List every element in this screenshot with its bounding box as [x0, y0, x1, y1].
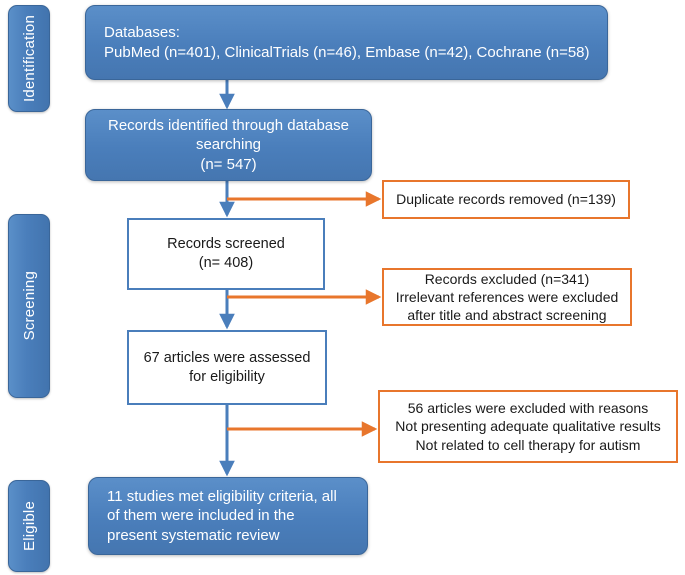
node-included-studies-line-2: of them were included in the — [107, 507, 295, 525]
node-records-excluded-line-2: Irrelevant references were excluded — [395, 288, 619, 305]
node-records-identified-line-2: searching — [195, 136, 262, 154]
node-included-studies-line-3: present systematic review — [107, 526, 280, 544]
node-records-excluded-line-3: after title and abstract screening — [407, 307, 607, 324]
phase-tab-eligible[interactable]: Eligible — [8, 480, 50, 572]
node-records-identified-line-3: (n= 547) — [200, 155, 257, 173]
node-records-identified-line-1: Records identified through database — [108, 116, 349, 134]
node-articles-assessed-line-2: for eligibility — [189, 368, 265, 385]
node-articles-excluded-line-2: Not presenting adequate qualitative resu… — [395, 418, 661, 435]
node-databases[interactable]: Databases: PubMed (n=401), ClinicalTrial… — [85, 5, 608, 80]
node-articles-excluded-line-3: Not related to cell therapy for autism — [415, 436, 641, 453]
node-records-excluded-line-1: Records excluded (n=341) — [424, 270, 590, 287]
node-articles-excluded[interactable]: 56 articles were excluded with reasons N… — [378, 390, 678, 463]
node-included-studies-line-1: 11 studies met eligibility criteria, all — [107, 487, 337, 505]
phase-tab-screening[interactable]: Screening — [8, 214, 50, 398]
node-articles-excluded-line-1: 56 articles were excluded with reasons — [407, 400, 649, 417]
node-records-screened-line-2: (n= 408) — [198, 255, 254, 271]
node-duplicates-removed-line-1: Duplicate records removed (n=139) — [396, 191, 616, 208]
node-articles-assessed-line-1: 67 articles were assessed — [143, 349, 311, 366]
node-databases-line-1: Databases: — [104, 24, 180, 41]
node-duplicates-removed[interactable]: Duplicate records removed (n=139) — [382, 180, 630, 219]
node-included-studies[interactable]: 11 studies met eligibility criteria, all… — [88, 477, 368, 555]
phase-label-identification: Identification — [20, 14, 38, 103]
node-databases-line-2: PubMed (n=401), ClinicalTrials (n=46), E… — [104, 43, 590, 61]
node-records-identified[interactable]: Records identified through database sear… — [85, 109, 372, 181]
node-records-excluded[interactable]: Records excluded (n=341) Irrelevant refe… — [382, 268, 632, 326]
node-records-screened[interactable]: Records screened (n= 408) — [127, 218, 325, 290]
phase-label-eligible: Eligible — [20, 501, 38, 551]
phase-tab-identification[interactable]: Identification — [8, 5, 50, 112]
node-records-screened-line-1: Records screened — [167, 236, 285, 253]
node-articles-assessed[interactable]: 67 articles were assessed for eligibilit… — [127, 330, 327, 405]
phase-label-screening: Screening — [20, 271, 38, 341]
